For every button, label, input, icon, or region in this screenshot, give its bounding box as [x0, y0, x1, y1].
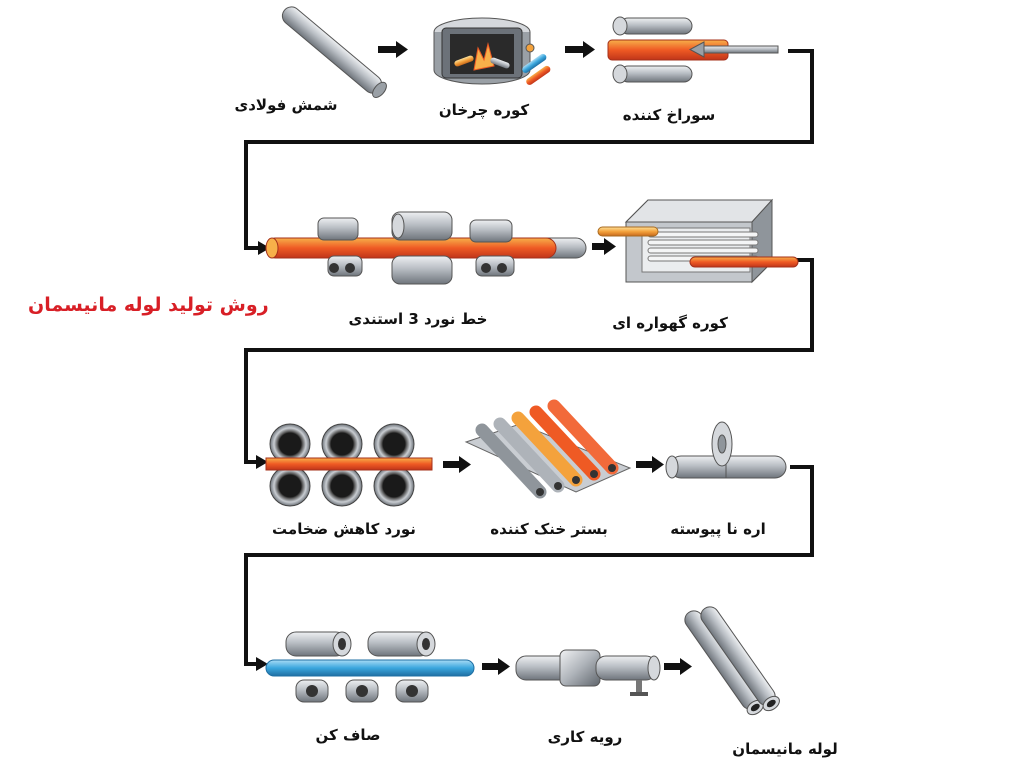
connector-row1-row2	[244, 49, 814, 250]
step-label-saw: اره نا پیوسته	[670, 520, 766, 538]
step-label-facing: رویه کاری	[547, 728, 623, 746]
step-label-piercer: سوراخ کننده	[622, 106, 716, 124]
roll-stand	[317, 217, 363, 277]
flow-connectors	[244, 49, 814, 666]
piercer-icon	[607, 16, 779, 84]
arrow-head	[256, 455, 268, 469]
arrow-head	[256, 657, 268, 671]
diagram-title: روش تولید لوله مانیسمان	[28, 294, 269, 316]
seamless-pipe-icon	[684, 606, 780, 716]
three-stand-rolling-icon	[265, 211, 587, 285]
step-label-steel-billet: شمش فولادی	[234, 96, 338, 114]
step-label-straightener: صاف کن	[315, 726, 381, 744]
arrow-head	[258, 241, 270, 255]
connector-row3-row4	[244, 465, 814, 666]
reducing-mill-icon	[265, 423, 433, 507]
rotary-furnace-icon	[433, 17, 551, 85]
step-label-cooling-bed: بستر خنک کننده	[490, 520, 608, 538]
cradle-furnace-icon	[597, 198, 799, 284]
steel-billet-icon	[281, 6, 387, 98]
step-arrow-icon	[443, 456, 471, 473]
roll-stand	[469, 219, 515, 277]
step-arrow-icon	[592, 238, 616, 255]
step-arrows	[378, 41, 692, 675]
step-label-rotary-furnace: کوره چرخان	[438, 101, 530, 119]
connector-arrowheads	[256, 241, 270, 671]
step-arrow-icon	[664, 658, 692, 675]
step-arrow-icon	[565, 41, 595, 58]
straightener-icon	[265, 631, 475, 703]
step-label-seamless-pipe: لوله مانیسمان	[732, 740, 838, 758]
step-arrow-icon	[378, 41, 408, 58]
step-arrow-icon	[636, 456, 664, 473]
roll-stand	[391, 211, 453, 285]
step-label-reducing-mill: نورد کاهش ضخامت	[272, 520, 416, 538]
step-label-three-stand-rolling: خط نورد 3 استندی	[348, 310, 488, 328]
connector-row2-row3	[244, 258, 814, 464]
saw-icon	[665, 421, 787, 479]
step-arrow-icon	[482, 658, 510, 675]
cooling-bed-icon	[464, 399, 632, 499]
step-label-cradle-furnace: کوره گهواره ای	[612, 314, 728, 332]
facing-icon	[515, 649, 661, 696]
